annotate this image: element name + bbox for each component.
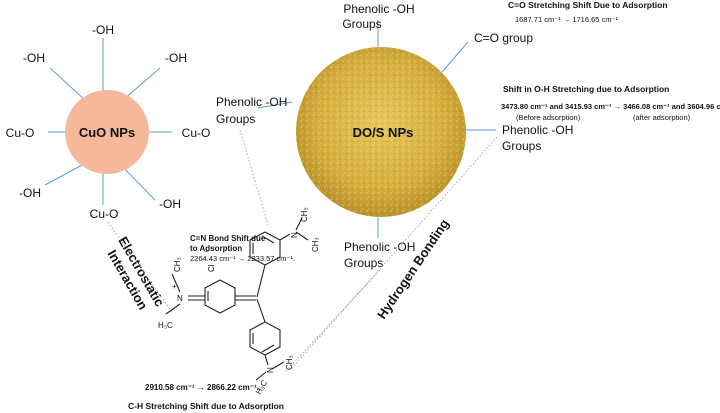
- cuo-label-oh-lower-left: -OH: [19, 186, 41, 200]
- atom-n-left: N: [177, 294, 183, 303]
- dos-title: DO/S NPs: [353, 125, 414, 140]
- ring-top: [249, 231, 281, 266]
- oh-before-label: (Before adsorption): [516, 113, 581, 122]
- atom-cl-charge: −: [204, 247, 209, 256]
- atom-n-top: N: [290, 232, 299, 238]
- oh-shift-values: 3473.80 cm⁻¹ and 3415.93 cm⁻¹ → 3466.08 …: [501, 102, 720, 111]
- electrostatic-label: Electrostatic Interaction: [105, 234, 168, 312]
- cuo-nanoparticle: [65, 90, 149, 174]
- cuo-label-oh-top: -OH: [92, 23, 114, 37]
- dos-phenolic-bottom-line1: Phenolic -OH: [344, 240, 415, 254]
- co-shift-values: 1687.71 cm⁻¹ → 1716.65 cm⁻¹: [515, 15, 618, 24]
- oh-shift-title: Shift in O-H Stretching due to Adsorptio…: [503, 84, 669, 94]
- cn-shift-title-line1: C=N Bond Shift due: [190, 234, 266, 243]
- atom-ch3-top-b: CH₃: [311, 237, 320, 252]
- oh-after-label: (after adsorption): [633, 113, 691, 122]
- cuo-spokes: [44, 38, 172, 205]
- cuo-label-cuo-bottom: Cu-O: [90, 207, 119, 221]
- atom-ch3-top-a: CH₃: [300, 207, 309, 222]
- molecule-atoms: N + H₃C CH₃ Cl − N CH₃ CH₃ N H₃C CH₃: [158, 207, 320, 396]
- dos-phenolic-top-line2: Groups: [342, 17, 381, 31]
- dos-spokes: [257, 20, 496, 238]
- dos-phenolic-left-line1: Phenolic -OH: [216, 95, 287, 109]
- dos-phenolic-right-line1: Phenolic -OH: [502, 123, 573, 137]
- dos-phenolic-bottom-line2: Groups: [344, 256, 383, 270]
- ring-left: [204, 279, 236, 314]
- dos-phenolic-top-line1: Phenolic -OH: [343, 2, 414, 16]
- atom-cl: Cl: [207, 264, 216, 272]
- cuo-label-cuo-right: Cu-O: [182, 126, 211, 140]
- atom-n-bottom: N: [266, 367, 275, 373]
- cuo-label-oh-lower-right: -OH: [159, 197, 181, 211]
- atom-plus: +: [172, 282, 177, 291]
- atom-h3c-bottom: H₃C: [254, 378, 269, 396]
- cuo-title: CuO NPs: [79, 125, 135, 140]
- cuo-label-oh-upper-left: -OH: [23, 51, 45, 65]
- crystal-violet-molecule: [165, 217, 309, 381]
- dos-phenolic-left-line2: Groups: [216, 112, 255, 126]
- ch-shift-values: 2910.58 cm⁻¹ → 2866.22 cm⁻¹.: [145, 383, 259, 392]
- dos-phenolic-right-line2: Groups: [502, 139, 541, 153]
- co-shift-title: C=O Stretching Shift Due to Adsorption: [508, 0, 668, 10]
- cuo-label-oh-upper-right: -OH: [165, 51, 187, 65]
- atom-ch3-left: CH₃: [173, 257, 182, 272]
- atom-ch3-bottom: CH₃: [285, 355, 294, 370]
- cn-shift-values: 2264.43 cm⁻¹ → 2233.57 cm⁻¹.: [190, 254, 295, 263]
- atom-h3c-left: H₃C: [158, 321, 173, 330]
- cn-shift-title-line2: to Adsorption: [190, 244, 242, 253]
- dos-co-group: C=O group: [474, 31, 533, 45]
- ch-shift-title: C-H Stretching Shift due to Adsorption: [128, 401, 284, 411]
- cuo-label-cuo-left: Cu-O: [6, 126, 35, 140]
- dotted-connectors: [107, 129, 498, 373]
